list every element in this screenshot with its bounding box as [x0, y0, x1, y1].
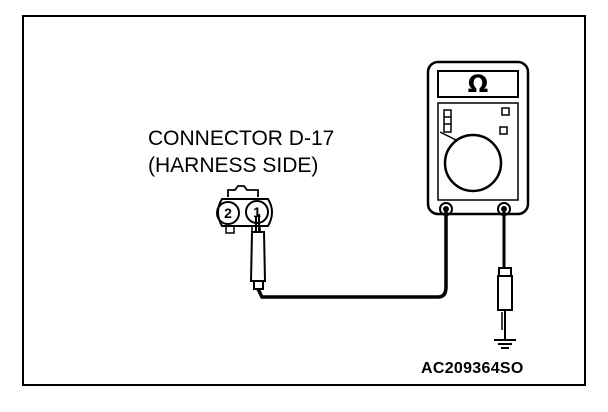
ground-probe — [497, 209, 513, 333]
reference-code: AC209364SO — [421, 360, 524, 377]
dial-pointer — [439, 131, 457, 141]
pin-2-label: 2 — [224, 205, 232, 221]
connector-label-line2: (HARNESS SIDE) — [148, 154, 319, 177]
ground-icon — [494, 333, 516, 349]
connector-probe — [249, 214, 267, 290]
connector-label: CONNECTOR D-17 (HARNESS SIDE) — [148, 125, 334, 179]
mode-button-bottom — [499, 126, 508, 135]
multimeter-body — [426, 60, 530, 216]
test-lead-connector — [256, 209, 448, 299]
ohm-symbol: Ω — [467, 70, 489, 98]
mode-button-top — [501, 107, 510, 116]
multimeter-panel — [437, 102, 519, 201]
connector-label-line1: CONNECTOR D-17 — [148, 127, 335, 150]
pin-1-label: 1 — [253, 204, 261, 220]
range-switch — [443, 109, 452, 133]
multimeter-display — [437, 70, 519, 98]
selector-dial — [443, 133, 503, 193]
pin-2-circle — [216, 201, 240, 225]
multimeter — [426, 60, 530, 216]
